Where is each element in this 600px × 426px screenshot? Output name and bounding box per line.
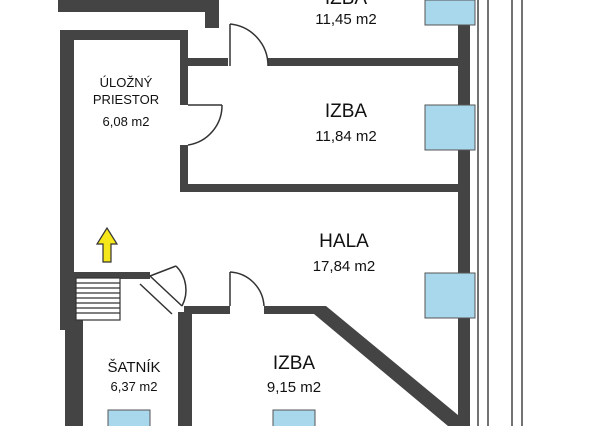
- wall-right-outer: [458, 0, 470, 426]
- doors: [139, 23, 269, 315]
- room-area: 17,84 m2: [313, 258, 376, 275]
- room-izba-bottom: IZBA 9,15 m2: [267, 353, 321, 396]
- wall-izba-top-bottom-right: [268, 58, 464, 66]
- room-name-line1: ÚLOŽNÝ: [100, 75, 153, 90]
- room-storage: ÚLOŽNÝ PRIESTOR 6,08 m2: [93, 75, 159, 129]
- door-swing-icon: [139, 265, 187, 315]
- door-swing-icon: [229, 23, 269, 67]
- wall-izba-bottom-diagonal: [314, 306, 464, 426]
- balcony-railing: [477, 0, 523, 426]
- room-name: IZBA: [325, 0, 368, 9]
- entrance-arrow-icon: [95, 226, 119, 263]
- room-izba-top: IZBA 11,45 m2: [315, 0, 376, 28]
- room-name-line2: PRIESTOR: [93, 92, 159, 107]
- wall-satnik-left-thin: [178, 312, 184, 426]
- door-swing-icon: [229, 271, 265, 307]
- room-area: 11,84 m2: [315, 128, 376, 145]
- door-swing-icon: [187, 104, 223, 146]
- room-area: 6,37 m2: [111, 379, 158, 394]
- room-izba-middle: IZBA 11,84 m2: [315, 101, 376, 145]
- window-icon: [424, 272, 476, 319]
- wall-satnik-right: [184, 306, 192, 426]
- wall-hala-bottom-right: [264, 306, 320, 314]
- wall-storage-right-lower: [180, 145, 188, 190]
- wall-top-stub-right: [205, 0, 219, 28]
- window-icon: [424, 104, 476, 151]
- staircase-icon: [75, 277, 121, 321]
- room-name: ŠATNÍK: [107, 359, 160, 376]
- wall-izba-top-bottom: [188, 58, 228, 66]
- wall-left-lower: [65, 320, 83, 426]
- room-hala: HALA 17,84 m2: [313, 231, 376, 275]
- room-area: 6,08 m2: [103, 114, 150, 129]
- windows: [107, 0, 476, 426]
- room-name: IZBA: [273, 353, 316, 374]
- wall-left-outer: [60, 30, 74, 330]
- wall-top-stub: [58, 0, 210, 12]
- wall-izba-middle-bottom: [180, 184, 464, 192]
- window-icon: [272, 409, 316, 426]
- room-area: 9,15 m2: [267, 379, 321, 396]
- window-icon: [424, 0, 476, 26]
- window-icon: [107, 409, 151, 426]
- wall-storage-right: [180, 30, 188, 105]
- room-area: 11,45 m2: [315, 11, 376, 28]
- wall-hala-bottom-mid: [184, 306, 230, 314]
- room-name: HALA: [319, 231, 369, 252]
- room-name: IZBA: [325, 101, 368, 122]
- room-satnik: ŠATNÍK 6,37 m2: [107, 359, 160, 394]
- wall-left-top: [60, 30, 188, 40]
- walls: [58, 0, 470, 426]
- wall-hala-bottom-left: [72, 272, 150, 279]
